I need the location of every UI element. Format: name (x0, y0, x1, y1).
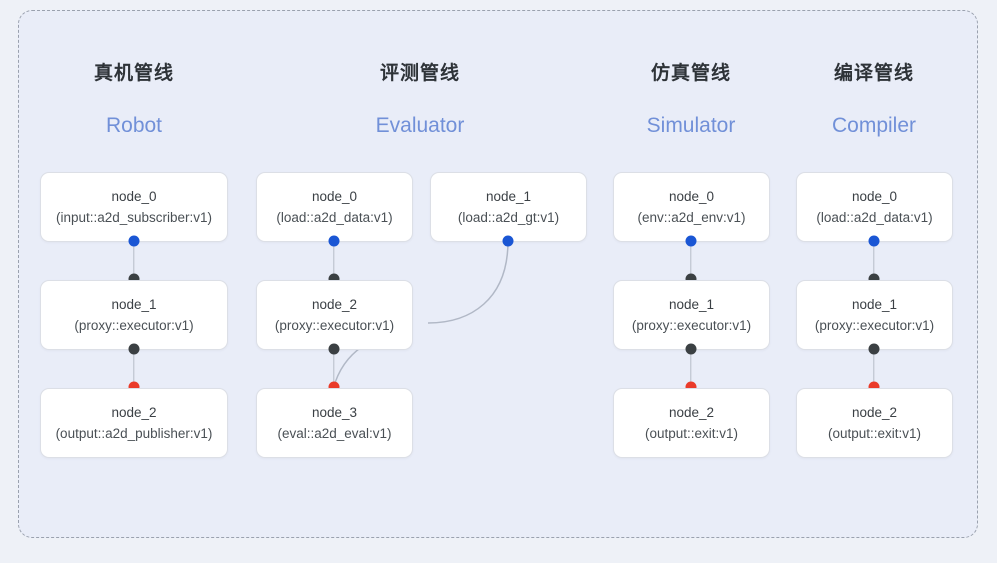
node-robot-2[interactable]: node_2 (output::a2d_publisher:v1) (40, 388, 228, 458)
node-title: node_1 (851, 297, 898, 312)
port-output-evaluator-2[interactable] (328, 343, 340, 355)
node-compiler-1[interactable]: node_1 (proxy::executor:v1) (796, 280, 953, 350)
edge-compiler-0-1 (873, 241, 875, 279)
node-title: node_2 (668, 405, 715, 420)
node-title: node_2 (851, 405, 898, 420)
port-input-robot-1[interactable] (128, 273, 140, 285)
node-subtitle: (load::a2d_gt:v1) (457, 210, 560, 225)
port-input-simulator-2[interactable] (685, 381, 697, 393)
node-title: node_0 (668, 189, 715, 204)
node-subtitle: (input::a2d_subscriber:v1) (55, 210, 213, 225)
node-subtitle: (proxy::executor:v1) (74, 318, 194, 333)
port-input-simulator-1[interactable] (685, 273, 697, 285)
port-output-simulator-0[interactable] (685, 235, 697, 247)
port-input-evaluator-2[interactable] (328, 273, 340, 285)
node-title: node_3 (311, 405, 358, 420)
port-input-compiler-1[interactable] (868, 273, 880, 285)
node-compiler-0[interactable]: node_0 (load::a2d_data:v1) (796, 172, 953, 242)
edge-compiler-1-2 (873, 349, 875, 387)
port-output-robot-1[interactable] (128, 343, 140, 355)
pipeline-panel (18, 10, 978, 538)
node-evaluator-3[interactable]: node_3 (eval::a2d_eval:v1) (256, 388, 413, 458)
edge-evaluator-0-2 (333, 241, 335, 279)
port-output-robot-0[interactable] (128, 235, 140, 247)
edge-simulator-1-2 (690, 349, 692, 387)
node-subtitle: (output::exit:v1) (644, 426, 739, 441)
node-robot-0[interactable]: node_0 (input::a2d_subscriber:v1) (40, 172, 228, 242)
node-evaluator-2[interactable]: node_2 (proxy::executor:v1) (256, 280, 413, 350)
port-output-simulator-1[interactable] (685, 343, 697, 355)
node-subtitle: (output::a2d_publisher:v1) (55, 426, 213, 441)
node-subtitle: (proxy::executor:v1) (814, 318, 935, 333)
node-subtitle: (proxy::executor:v1) (274, 318, 395, 333)
edge-simulator-0-1 (690, 241, 692, 279)
port-input-robot-2[interactable] (128, 381, 140, 393)
port-output-evaluator-0[interactable] (328, 235, 340, 247)
node-robot-1[interactable]: node_1 (proxy::executor:v1) (40, 280, 228, 350)
node-title: node_1 (668, 297, 715, 312)
port-output-compiler-1[interactable] (868, 343, 880, 355)
port-output-compiler-0[interactable] (868, 235, 880, 247)
node-title: node_2 (311, 297, 358, 312)
node-title: node_0 (311, 189, 358, 204)
node-subtitle: (eval::a2d_eval:v1) (277, 426, 392, 441)
node-title: node_0 (851, 189, 898, 204)
node-compiler-2[interactable]: node_2 (output::exit:v1) (796, 388, 953, 458)
node-subtitle: (env::a2d_env:v1) (637, 210, 746, 225)
node-evaluator-0[interactable]: node_0 (load::a2d_data:v1) (256, 172, 413, 242)
node-simulator-1[interactable]: node_1 (proxy::executor:v1) (613, 280, 770, 350)
node-title: node_2 (111, 405, 157, 420)
node-title: node_1 (485, 189, 532, 204)
node-title: node_1 (111, 297, 157, 312)
node-subtitle: (output::exit:v1) (827, 426, 922, 441)
edge-robot-1-2 (133, 349, 135, 387)
port-output-evaluator-1[interactable] (502, 235, 514, 247)
node-subtitle: (load::a2d_data:v1) (816, 210, 933, 225)
node-simulator-2[interactable]: node_2 (output::exit:v1) (613, 388, 770, 458)
node-title: node_0 (111, 189, 157, 204)
node-subtitle: (proxy::executor:v1) (631, 318, 752, 333)
edge-robot-0-1 (133, 241, 135, 279)
node-simulator-0[interactable]: node_0 (env::a2d_env:v1) (613, 172, 770, 242)
node-evaluator-1[interactable]: node_1 (load::a2d_gt:v1) (430, 172, 587, 242)
node-subtitle: (load::a2d_data:v1) (276, 210, 393, 225)
port-input-compiler-2[interactable] (868, 381, 880, 393)
port-input-evaluator-3[interactable] (328, 381, 340, 393)
